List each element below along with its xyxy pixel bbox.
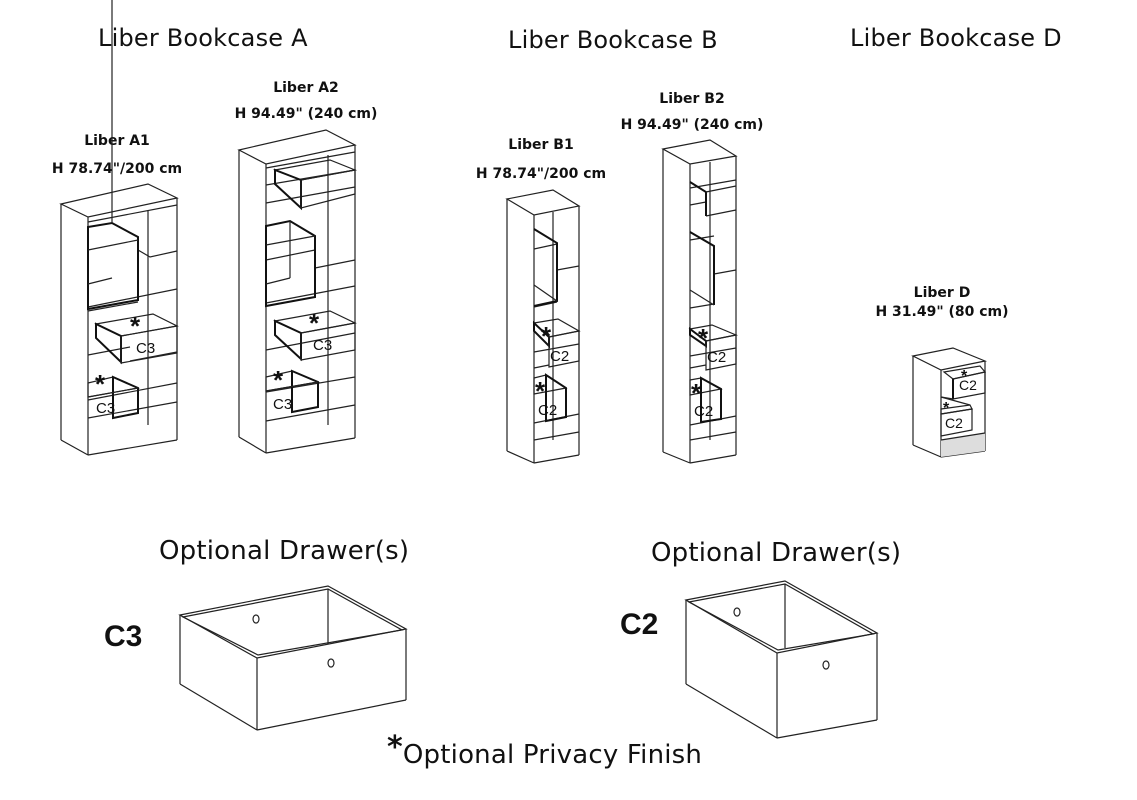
drawer-code-label: C2 — [538, 402, 557, 419]
privacy-asterisk: * — [541, 321, 552, 351]
drawer-code-label: C3 — [136, 340, 155, 357]
model-height-d: H 31.49" (80 cm) — [875, 304, 1009, 320]
drawer-code-label: C2 — [694, 403, 713, 420]
privacy-asterisk: * — [691, 378, 702, 408]
bookcase-b2-drawing — [661, 139, 739, 464]
privacy-asterisk: * — [535, 376, 546, 406]
model-height-a1: H 78.74"/200 cm — [51, 161, 183, 177]
drawer-code-label: C2 — [945, 415, 963, 431]
section-title-bookcase-a: Liber Bookcase A — [98, 24, 308, 52]
drawer-code-label: C3 — [273, 396, 292, 413]
drawer-code-c2: C2 — [620, 608, 659, 641]
drawer-code-label: C2 — [959, 377, 977, 393]
footnote-text: Optional Privacy Finish — [402, 740, 703, 770]
drawer-code-label: C3 — [313, 337, 332, 354]
model-name-d: Liber D — [913, 285, 971, 301]
drawer-c3-drawing — [178, 585, 408, 731]
bookcase-b1-drawing — [505, 189, 581, 464]
bookcase-a2-drawing — [237, 129, 358, 454]
section-title-bookcase-b: Liber Bookcase B — [508, 26, 718, 54]
model-height-b1: H 78.74"/200 cm — [475, 166, 607, 182]
drawer-section-title-right: Optional Drawer(s) — [651, 538, 902, 568]
model-name-a1: Liber A1 — [84, 133, 150, 149]
privacy-asterisk: * — [95, 369, 106, 399]
drawer-code-label: C2 — [550, 348, 569, 365]
drawer-section-title-left: Optional Drawer(s) — [159, 536, 410, 566]
footnote-asterisk: * — [387, 730, 403, 765]
model-name-b2: Liber B2 — [659, 91, 725, 107]
model-name-b1: Liber B1 — [508, 137, 574, 153]
privacy-asterisk: * — [943, 400, 950, 417]
model-name-a2: Liber A2 — [273, 80, 339, 96]
privacy-asterisk: * — [130, 311, 141, 341]
bookcase-a1-drawing — [59, 0, 179, 456]
privacy-asterisk: * — [309, 308, 320, 338]
privacy-asterisk: * — [273, 365, 284, 395]
model-height-b2: H 94.49" (240 cm) — [620, 117, 764, 133]
footnote: *Optional Privacy Finish — [387, 730, 702, 770]
section-title-bookcase-d: Liber Bookcase D — [850, 24, 1062, 52]
drawer-code-label: C3 — [96, 400, 115, 417]
drawer-code-label: C2 — [707, 349, 726, 366]
drawer-code-c3: C3 — [104, 620, 143, 653]
privacy-asterisk: * — [961, 368, 968, 385]
privacy-asterisk: * — [698, 323, 709, 353]
drawer-c2-drawing — [684, 580, 879, 739]
model-height-a2: H 94.49" (240 cm) — [234, 106, 378, 122]
bookcase-d-drawing — [911, 347, 988, 458]
